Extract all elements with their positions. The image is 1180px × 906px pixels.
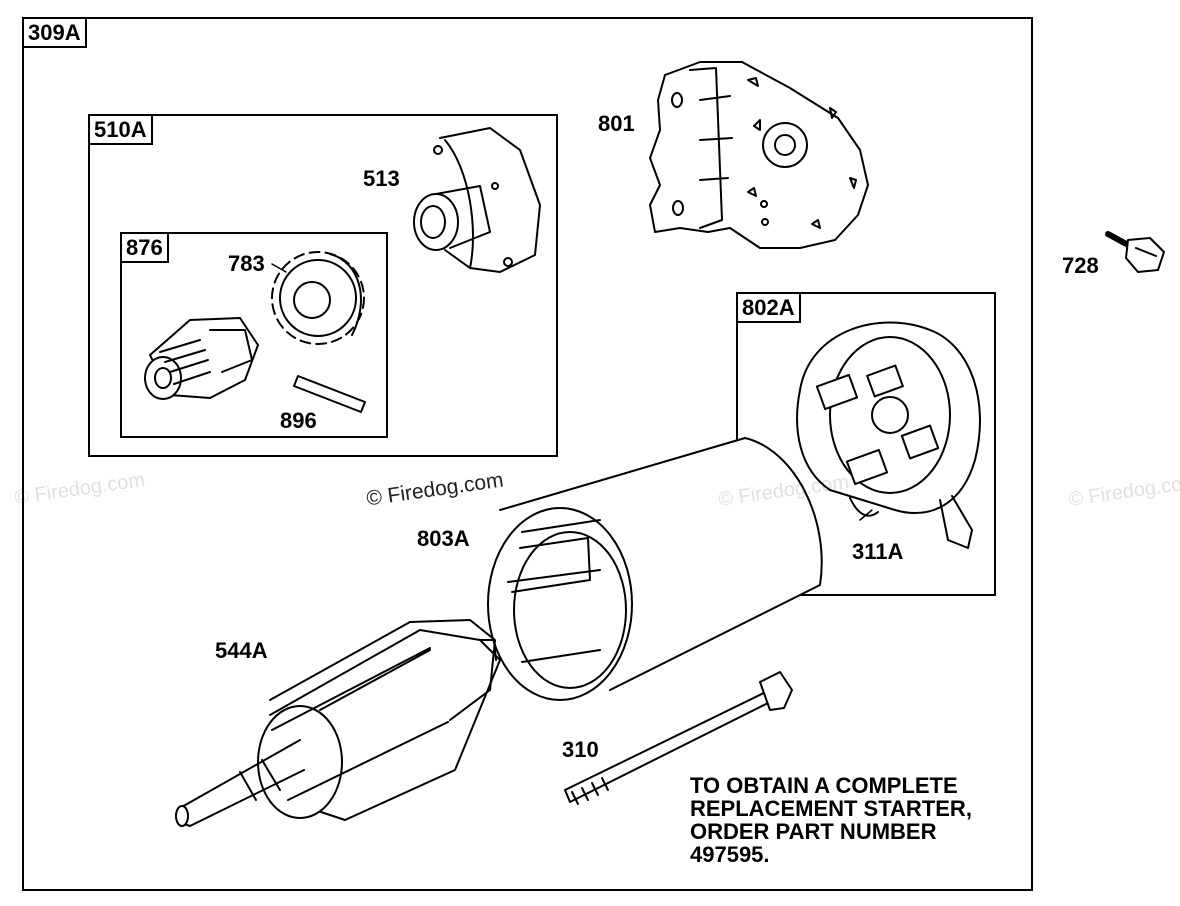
pinion-gear-783 (271, 251, 365, 345)
through-bolt-310 (564, 671, 793, 805)
replacement-note: TO OBTAIN A COMPLETE REPLACEMENT STARTER… (690, 774, 972, 866)
brush-plate-802a (796, 321, 981, 549)
part-label-783: 783 (228, 251, 265, 276)
end-plate-801 (649, 61, 869, 249)
armature-544a (175, 619, 501, 827)
part-label-310: 310 (562, 737, 599, 762)
starter-housing-803a (487, 437, 823, 701)
label-876: 876 (120, 232, 169, 263)
note-line-2: REPLACEMENT STARTER, (690, 796, 972, 821)
label-309a: 309A (22, 17, 87, 48)
part-label-311a: 311A (852, 539, 904, 564)
part-label-544a: 544A (215, 638, 268, 663)
label-802a: 802A (736, 292, 801, 323)
leader-lines (271, 263, 873, 521)
frame-309a (22, 17, 1033, 891)
note-line-4: 497595. (690, 842, 770, 867)
label-510a: 510A (88, 114, 153, 145)
part-label-803a: 803A (417, 526, 470, 551)
part-label-896: 896 (280, 408, 317, 433)
part-label-801: 801 (598, 111, 635, 136)
part-label-728: 728 (1062, 253, 1099, 278)
frame-876 (120, 232, 388, 438)
frame-510a (88, 114, 558, 457)
pin-896 (293, 375, 366, 413)
part-label-513: 513 (363, 166, 400, 191)
note-line-3: ORDER PART NUMBER (690, 819, 937, 844)
drive-housing-513 (413, 127, 541, 273)
screw-728 (1105, 231, 1165, 273)
clutch-assembly (144, 317, 259, 400)
note-line-1: TO OBTAIN A COMPLETE (690, 773, 958, 798)
